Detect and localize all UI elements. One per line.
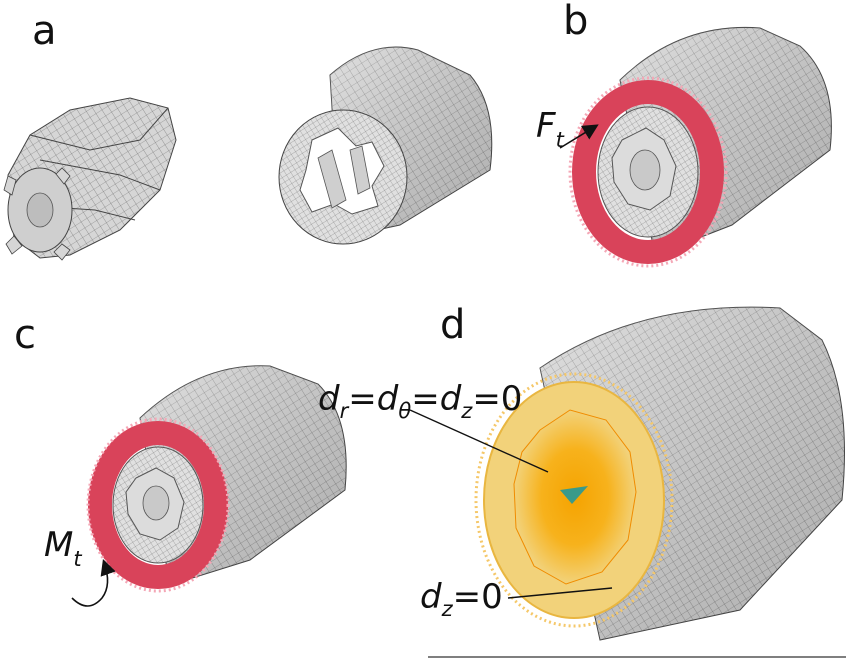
panel-b: b Ft — [536, 0, 832, 268]
panel-a: a — [3, 8, 493, 261]
panel-a-letter: a — [32, 8, 57, 54]
rotor-mesh — [3, 97, 177, 261]
stator-constrained-mesh — [474, 306, 845, 641]
constraint-leader-line — [409, 409, 549, 473]
end-leader-line — [507, 587, 613, 599]
panel-d: d dr=dθ=dz=0 dz=0 — [318, 302, 845, 641]
panel-b-letter: b — [563, 0, 588, 44]
tangential-force-ring — [572, 80, 724, 264]
stator-mesh — [278, 46, 493, 245]
panel-c-letter: c — [14, 312, 36, 358]
moment-ring — [88, 421, 228, 589]
constraint-label: dr=dθ=dz=0 — [318, 379, 522, 423]
moment-label: Mt — [44, 525, 82, 571]
moment-arrow — [71, 558, 116, 607]
force-arrow — [559, 124, 599, 149]
end-constraint-label: dz=0 — [420, 577, 503, 621]
force-label: Ft — [536, 106, 565, 152]
panel-d-letter: d — [440, 302, 465, 348]
stator-loaded-mesh — [568, 26, 832, 268]
panel-c: c Mt — [14, 312, 347, 607]
stator-moment-mesh — [86, 365, 347, 593]
